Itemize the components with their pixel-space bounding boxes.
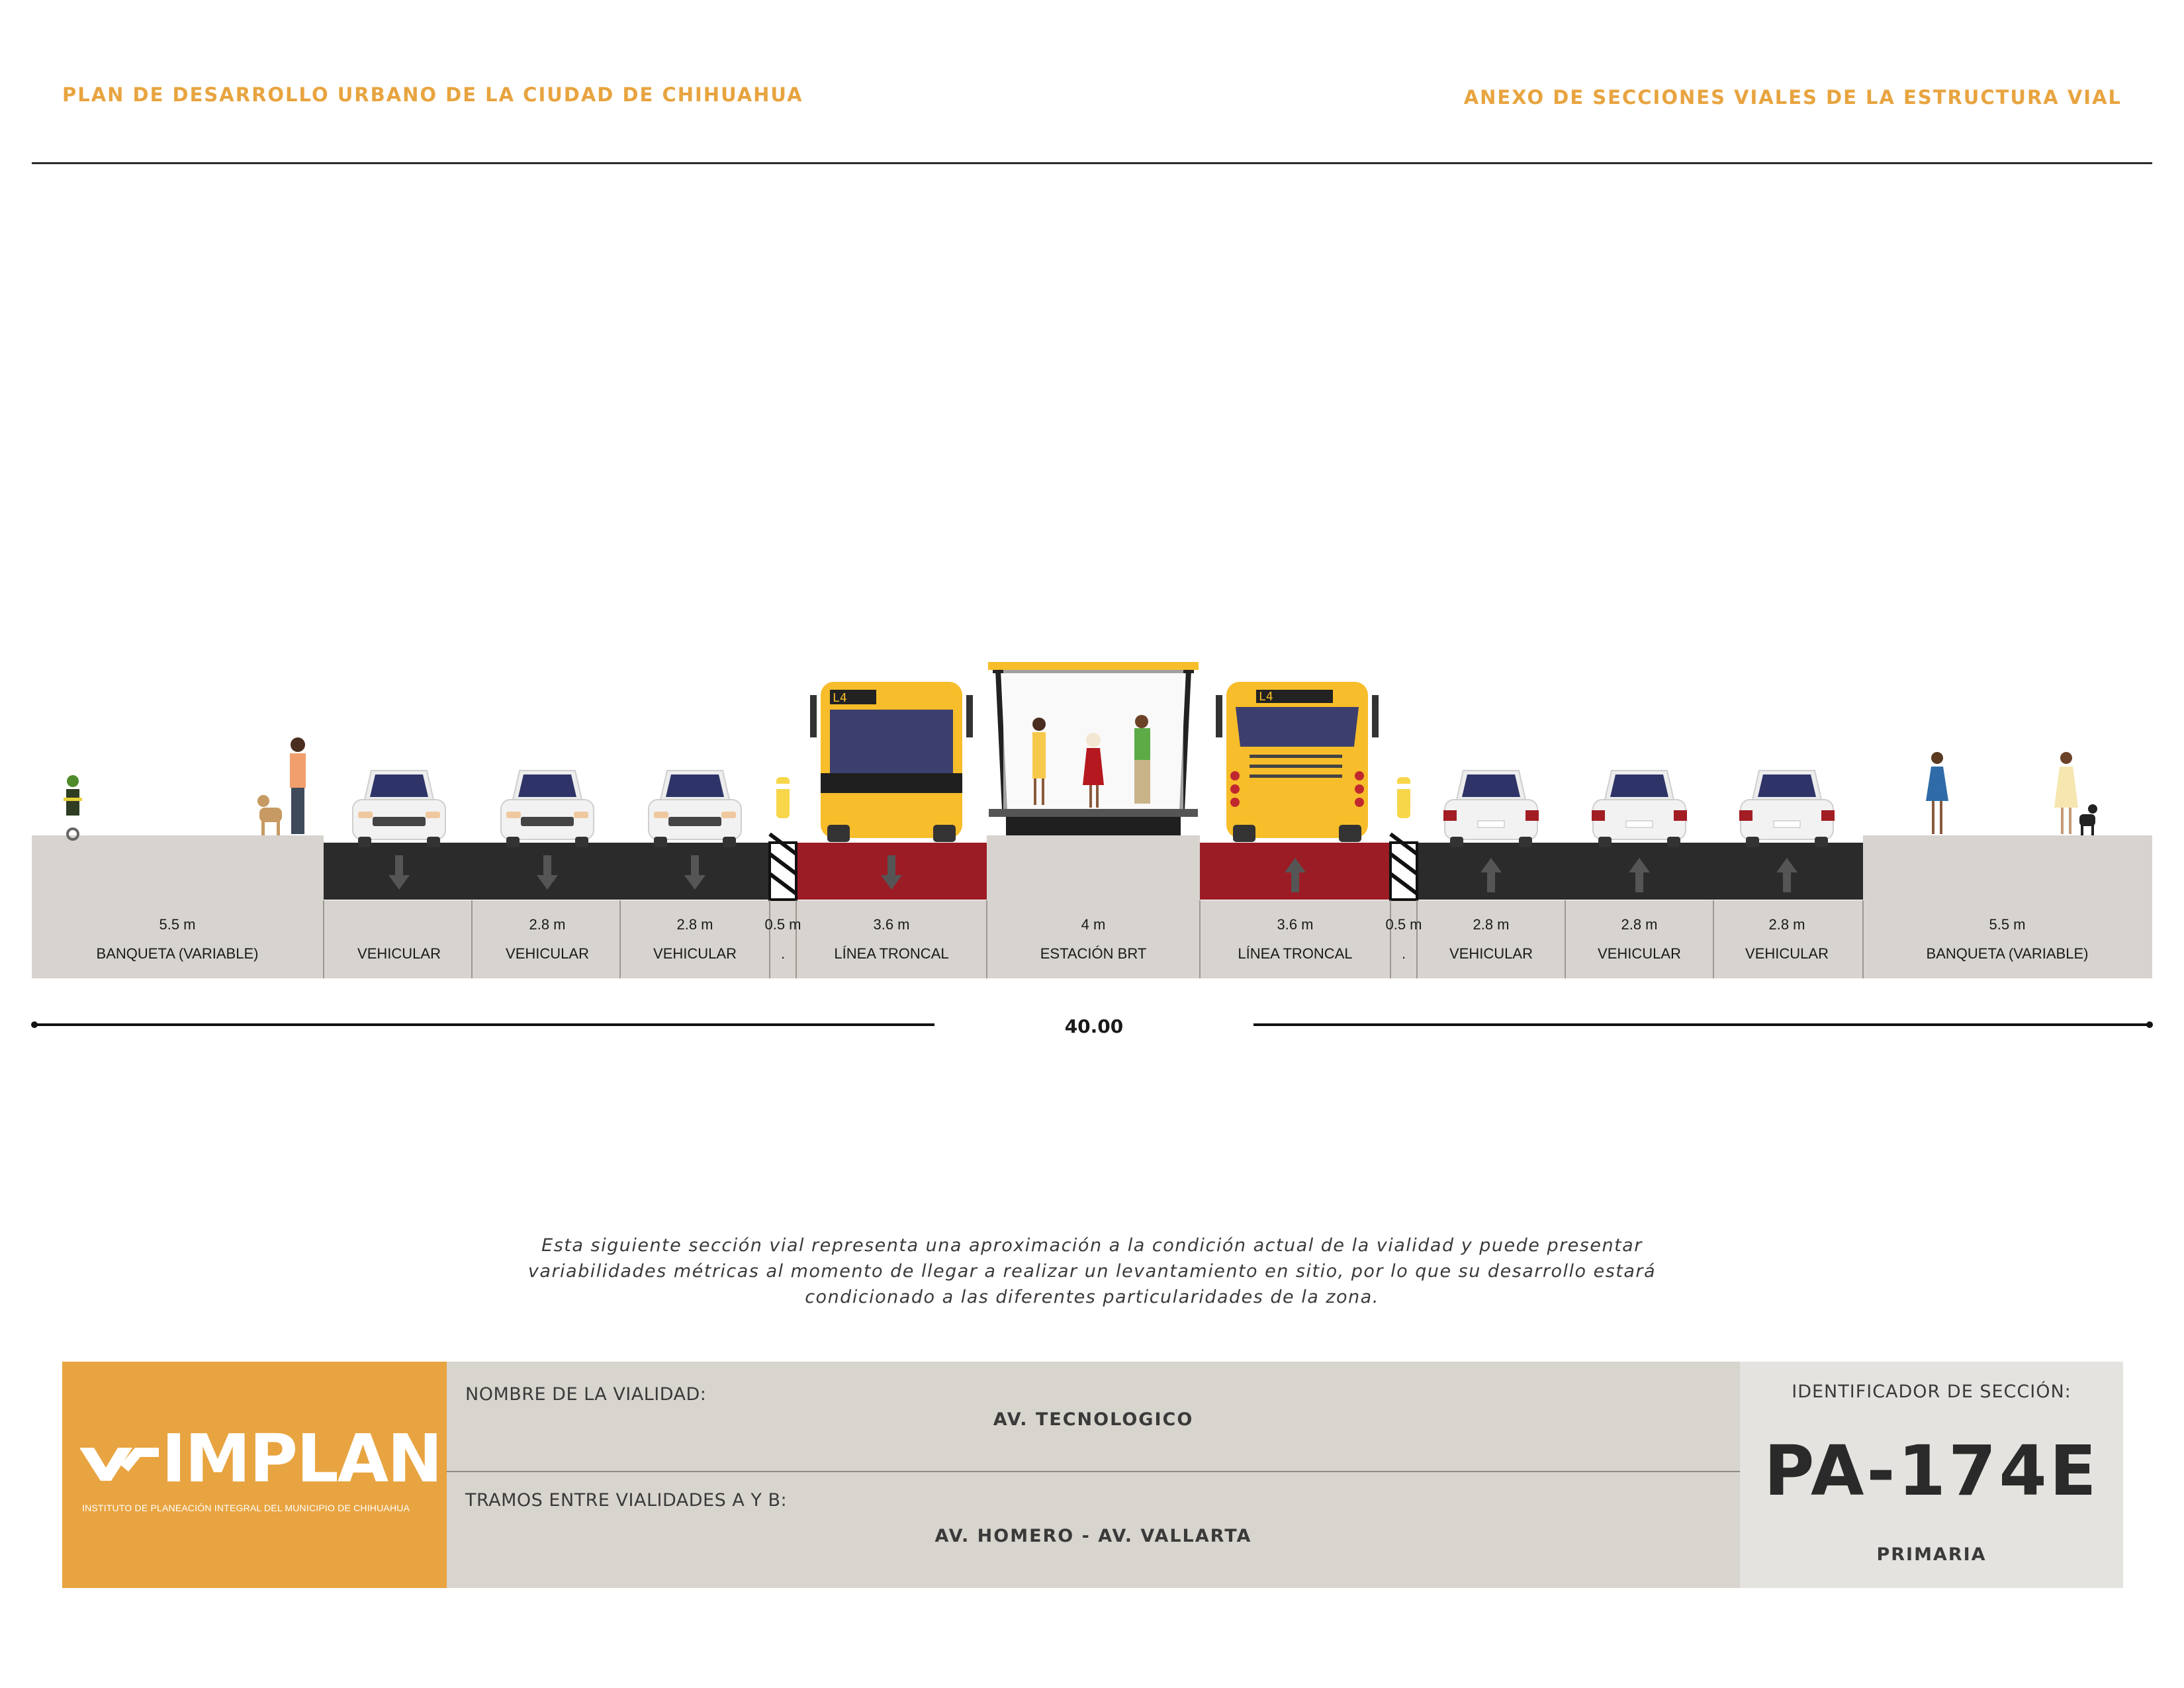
road-classification: PRIMARIA — [1876, 1544, 1987, 1565]
segment-width: 4 m — [1081, 916, 1106, 933]
logo-text: IMPLAN — [161, 1420, 443, 1497]
segment-label: VEHICULAR — [357, 945, 441, 962]
segment-width: 2.8 m — [529, 916, 565, 933]
note-line: variabilidades métricas al momento de ll… — [527, 1261, 1657, 1282]
note-line: Esta siguiente sección vial representa u… — [541, 1235, 1643, 1256]
segment-width: 5.5 m — [159, 916, 195, 933]
segment-widths: 5.5 m 2.8 m 2.8 m 0.5 m 3.6 m 4 m 3.6 m … — [159, 916, 2025, 933]
segment-label: TRAMOS ENTRE VIALIDADES A Y B: — [465, 1490, 788, 1511]
segment-label: BANQUETA (VARIABLE) — [97, 945, 259, 962]
section-id: PA-174E — [1764, 1430, 2099, 1511]
divider — [447, 1471, 1740, 1472]
header-rule — [32, 162, 2152, 164]
header-right-title: ANEXO DE SECCIONES VIALES DE LA ESTRUCTU… — [1463, 86, 2122, 109]
segment-width: 0.5 m — [764, 916, 801, 933]
segment-label: VEHICULAR — [1449, 945, 1533, 962]
segment-label: . — [1402, 945, 1406, 962]
car-icon — [1591, 770, 1688, 848]
road-info: NOMBRE DE LA VIALIDAD: AV. TECNOLOGICO T… — [447, 1362, 1740, 1588]
bus-route-label: L4 — [1259, 690, 1273, 704]
car-icon — [500, 770, 594, 848]
road-segment: AV. HOMERO - AV. VALLARTA — [934, 1526, 1252, 1546]
dog-icon — [257, 795, 282, 835]
segment-label: VEHICULAR — [653, 945, 737, 962]
implan-logo: IMPLAN INSTITUTO DE PLANEACIÓN INTEGRAL … — [62, 1362, 447, 1588]
car-icon — [648, 770, 742, 848]
bus-icon: L4 — [1216, 682, 1379, 842]
segment-width: 2.8 m — [1473, 916, 1509, 933]
brt-station-icon — [988, 662, 1199, 835]
pedestrian-icon — [290, 737, 306, 834]
section-info-panel: IMPLAN INSTITUTO DE PLANEACIÓN INTEGRAL … — [62, 1362, 2123, 1588]
note-line: condicionado a las diferentes particular… — [805, 1287, 1379, 1307]
divider-west — [768, 832, 797, 901]
segment-width: 3.6 m — [1277, 916, 1313, 933]
header-left-title: PLAN DE DESARROLLO URBANO DE LA CIUDAD D… — [62, 83, 803, 106]
implan-mark-icon — [79, 1448, 159, 1481]
segment-width: 2.8 m — [1768, 916, 1805, 933]
segment-width: 2.8 m — [676, 916, 713, 933]
bus-route-label: L4 — [833, 691, 847, 705]
segment-label: VEHICULAR — [1598, 945, 1681, 962]
bollard-icon — [1397, 777, 1410, 818]
road-cross-section: L4 L4 — [31, 662, 2153, 1037]
pedestrian-icon — [2054, 752, 2078, 834]
divider-east — [1389, 832, 1418, 901]
segment-width: 5.5 m — [1989, 916, 2025, 933]
car-icon — [1739, 770, 1835, 848]
segment-label: VEHICULAR — [506, 945, 589, 962]
section-id-box: IDENTIFICADOR DE SECCIÓN: PA-174E PRIMAR… — [1740, 1362, 2123, 1588]
logo-subtitle: INSTITUTO DE PLANEACIÓN INTEGRAL DEL MUN… — [82, 1503, 410, 1513]
segment-label: LÍNEA TRONCAL — [834, 945, 948, 962]
segment-width: 2.8 m — [1621, 916, 1657, 933]
segment-width: 0.5 m — [1385, 916, 1422, 933]
bus-icon: L4 — [810, 682, 973, 842]
road-name-label: NOMBRE DE LA VIALIDAD: — [465, 1384, 707, 1405]
car-icon — [1443, 770, 1539, 848]
dog-icon — [2079, 804, 2097, 835]
total-dimension-line: 40.00 — [31, 1015, 2153, 1037]
segment-label: ESTACIÓN BRT — [1040, 945, 1147, 962]
segment-label: VEHICULAR — [1745, 945, 1829, 962]
car-icon — [352, 770, 446, 848]
cyclist-icon — [64, 775, 82, 841]
section-id-label: IDENTIFICADOR DE SECCIÓN: — [1792, 1382, 2071, 1402]
segment-label: BANQUETA (VARIABLE) — [1927, 945, 2089, 962]
segment-label: LÍNEA TRONCAL — [1238, 945, 1352, 962]
pedestrian-icon — [1926, 752, 1948, 834]
segment-label: . — [781, 945, 785, 962]
segment-labels: BANQUETA (VARIABLE) VEHICULAR VEHICULAR … — [97, 945, 2089, 962]
bollard-icon — [776, 777, 790, 818]
road-name: AV. TECNOLOGICO — [993, 1409, 1194, 1430]
segment-width: 3.6 m — [873, 916, 909, 933]
total-width: 40.00 — [1065, 1015, 1124, 1037]
disclaimer-note: Esta siguiente sección vial representa u… — [463, 1233, 1721, 1310]
